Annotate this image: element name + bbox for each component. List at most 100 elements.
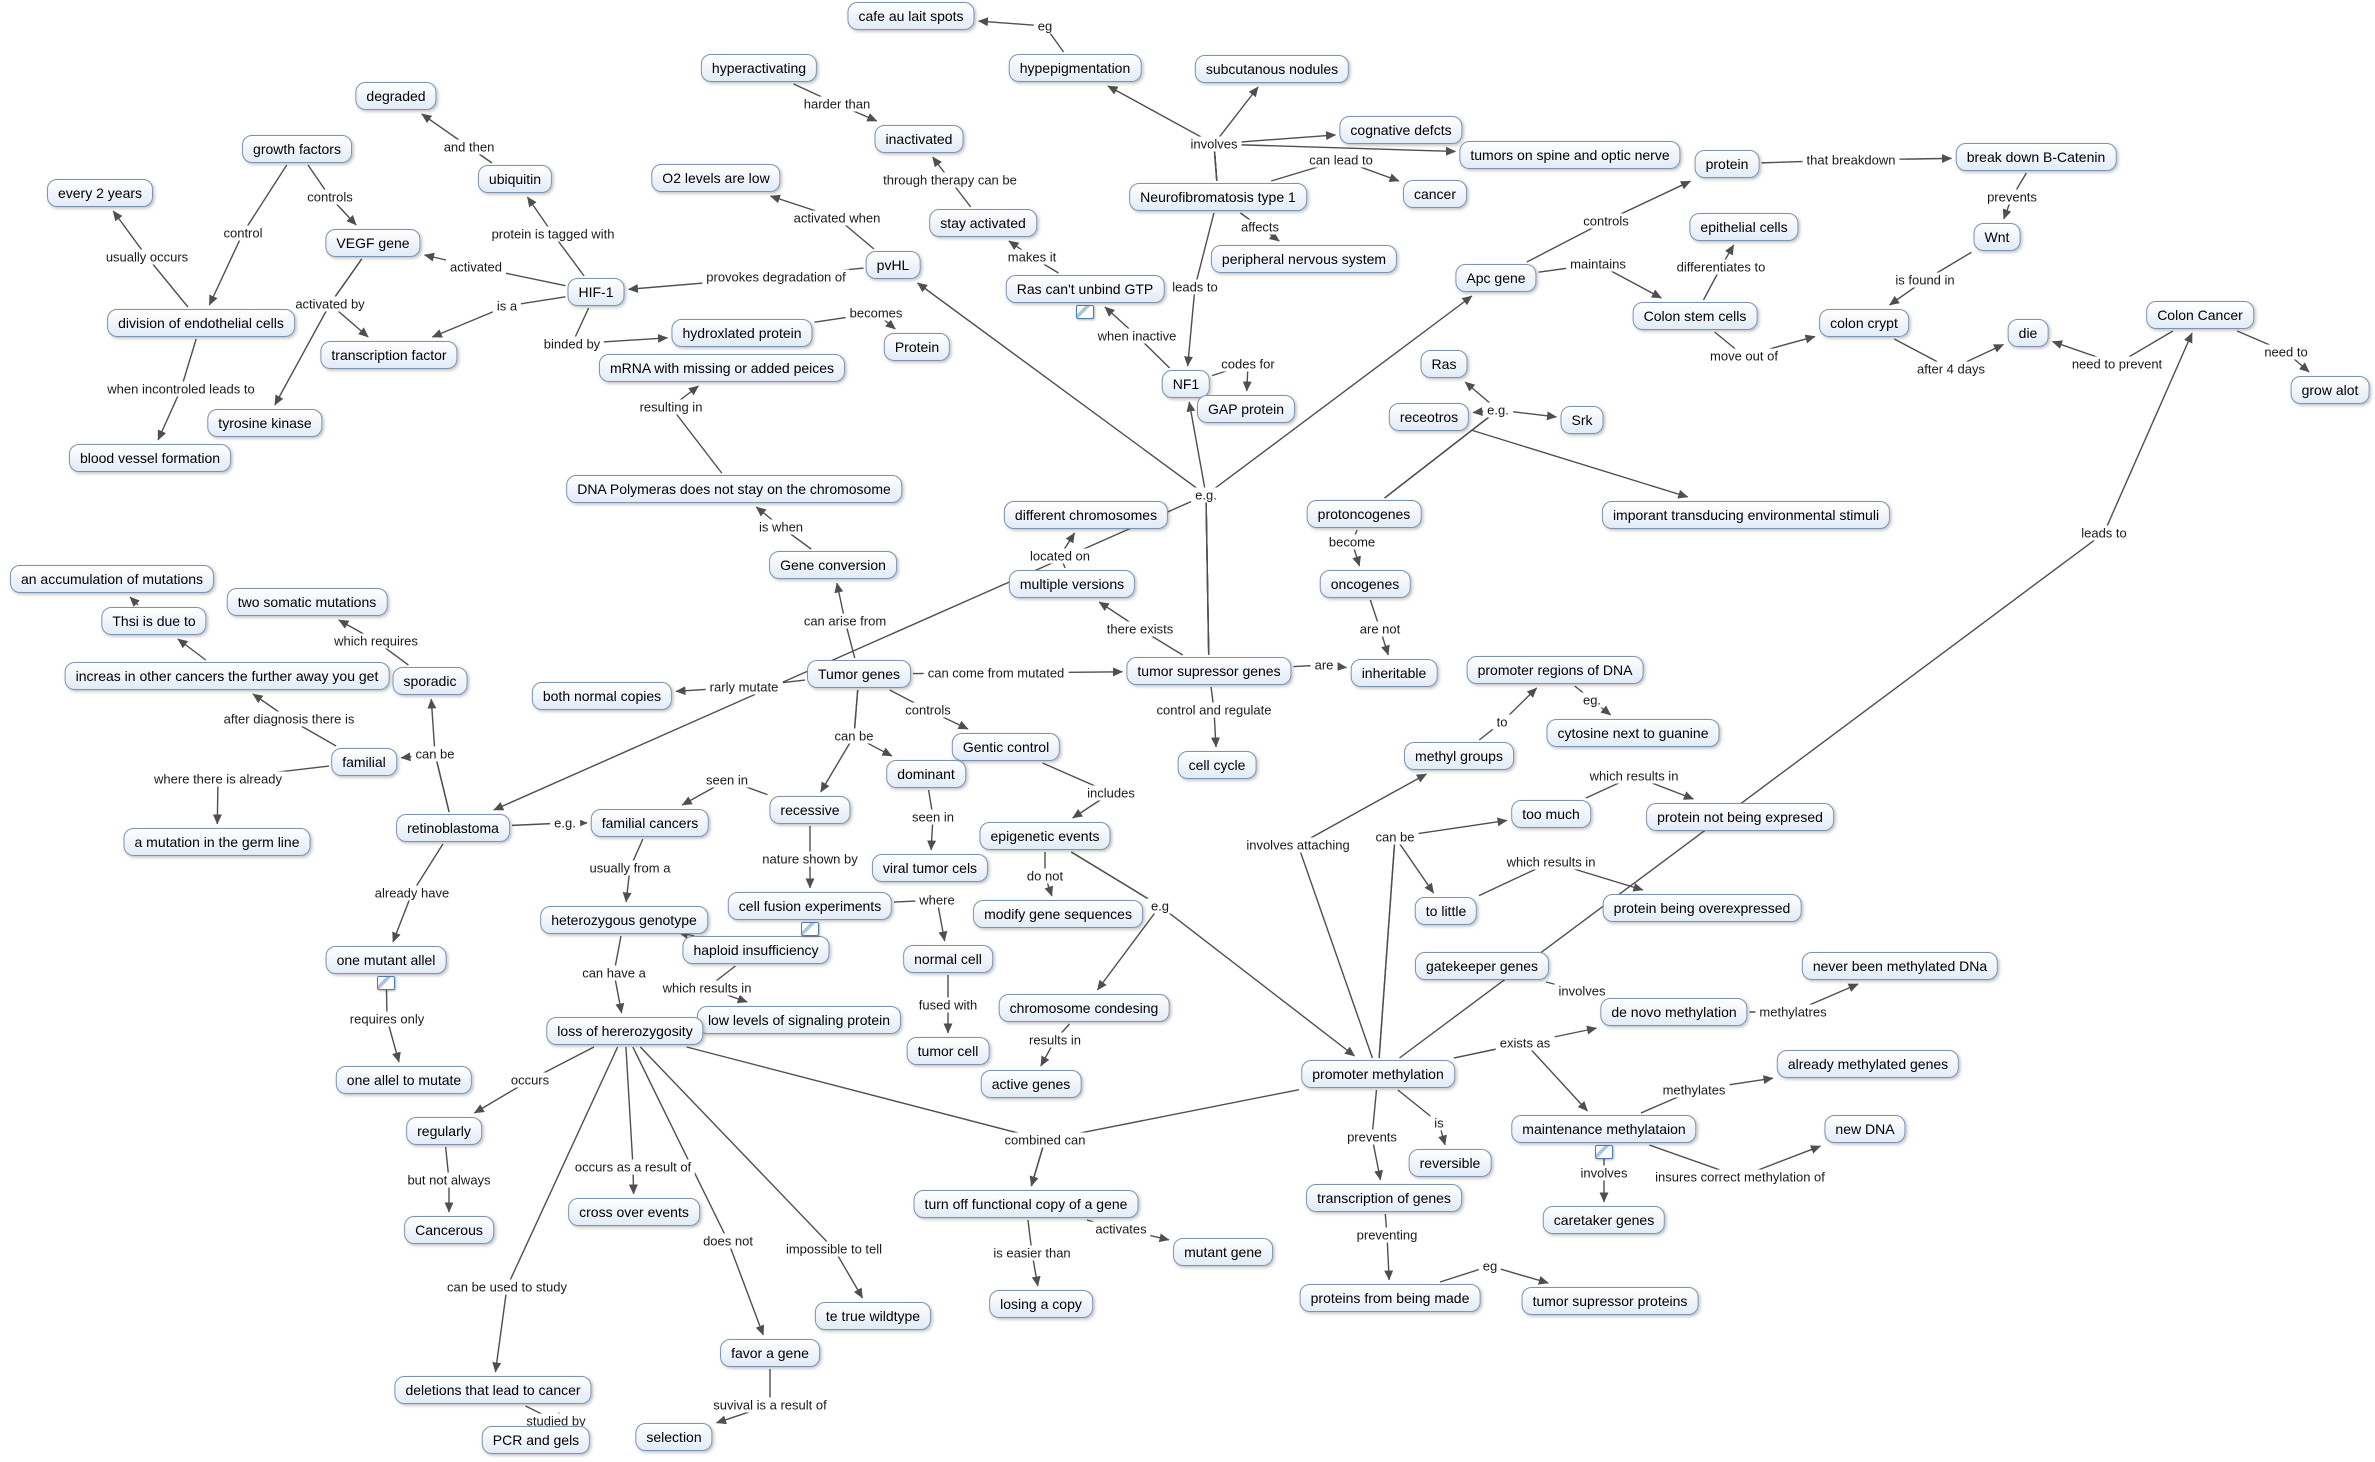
linking-phrase[interactable]: already have bbox=[370, 885, 454, 901]
linking-phrase[interactable]: rarly mutate bbox=[705, 679, 783, 695]
concept-node[interactable]: imporant transducing environmental stimu… bbox=[1601, 501, 1891, 529]
linking-phrase[interactable]: involves bbox=[1554, 983, 1610, 999]
concept-node[interactable]: every 2 years bbox=[46, 179, 154, 207]
concept-node[interactable]: tumor supressor proteins bbox=[1521, 1287, 1699, 1315]
linking-phrase[interactable]: does not bbox=[699, 1233, 757, 1249]
linking-phrase[interactable]: affects bbox=[1236, 219, 1284, 235]
linking-phrase[interactable]: includes bbox=[1083, 785, 1139, 801]
concept-node[interactable]: active genes bbox=[980, 1070, 1082, 1098]
linking-phrase[interactable]: prevents bbox=[1983, 189, 2041, 205]
concept-node[interactable]: mutant gene bbox=[1173, 1238, 1273, 1266]
resource-icon[interactable] bbox=[1595, 1145, 1613, 1159]
linking-phrase[interactable]: e.g. bbox=[1191, 487, 1221, 503]
linking-phrase[interactable]: seen in bbox=[908, 809, 958, 825]
linking-phrase[interactable]: located on bbox=[1026, 548, 1094, 564]
linking-phrase[interactable]: eg bbox=[1033, 18, 1057, 34]
concept-node[interactable]: Colon Cancer bbox=[2146, 301, 2254, 329]
linking-phrase[interactable]: become bbox=[1324, 534, 1380, 550]
concept-node[interactable]: selection bbox=[635, 1423, 713, 1451]
concept-node[interactable]: maintenance methylataion bbox=[1511, 1115, 1697, 1143]
concept-node[interactable]: stay activated bbox=[929, 209, 1037, 237]
linking-phrase[interactable]: can be bbox=[830, 728, 878, 744]
linking-phrase[interactable]: fused with bbox=[914, 997, 982, 1013]
linking-phrase[interactable]: but not always bbox=[403, 1172, 495, 1188]
concept-node[interactable]: regularly bbox=[406, 1117, 482, 1145]
linking-phrase[interactable]: which results in bbox=[1502, 854, 1600, 870]
linking-phrase[interactable]: suvival is a result of bbox=[709, 1397, 831, 1413]
concept-node[interactable]: favor a gene bbox=[720, 1339, 820, 1367]
linking-phrase[interactable]: leads to bbox=[1168, 279, 1222, 295]
linking-phrase[interactable]: activates bbox=[1091, 1221, 1151, 1237]
concept-node[interactable]: Tumor genes bbox=[807, 660, 911, 688]
concept-node[interactable]: transcription of genes bbox=[1306, 1184, 1462, 1212]
linking-phrase[interactable]: resulting in bbox=[635, 399, 707, 415]
concept-node[interactable]: losing a copy bbox=[989, 1290, 1093, 1318]
concept-node[interactable]: VEGF gene bbox=[325, 229, 421, 257]
linking-phrase[interactable]: activated bbox=[445, 259, 507, 275]
concept-node[interactable]: mRNA with missing or added peices bbox=[598, 354, 846, 382]
linking-phrase[interactable]: that breakdown bbox=[1802, 152, 1900, 168]
linking-phrase[interactable]: impossible to tell bbox=[781, 1241, 887, 1257]
concept-node[interactable]: cell cycle bbox=[1177, 751, 1257, 779]
linking-phrase[interactable]: occurs bbox=[506, 1072, 554, 1088]
concept-node[interactable]: epigenetic events bbox=[979, 822, 1111, 850]
concept-node[interactable]: gatekeeper genes bbox=[1414, 952, 1550, 980]
concept-node[interactable]: an accumulation of mutations bbox=[9, 565, 215, 593]
linking-phrase[interactable]: leads to bbox=[2077, 525, 2131, 541]
concept-node[interactable]: cell fusion experiments bbox=[727, 892, 893, 920]
linking-phrase[interactable]: becomes bbox=[845, 305, 907, 321]
concept-node[interactable]: degraded bbox=[355, 82, 437, 110]
concept-node[interactable]: Neurofibromatosis type 1 bbox=[1129, 183, 1307, 211]
linking-phrase[interactable]: controls bbox=[901, 702, 955, 718]
concept-node[interactable]: die bbox=[2007, 319, 2049, 347]
concept-node[interactable]: ubiquitin bbox=[477, 165, 553, 193]
linking-phrase[interactable]: controls bbox=[1579, 213, 1633, 229]
linking-phrase[interactable]: can be bbox=[1371, 829, 1419, 845]
linking-phrase[interactable]: is when bbox=[754, 519, 808, 535]
resource-icon[interactable] bbox=[801, 922, 819, 936]
concept-node[interactable]: GAP protein bbox=[1196, 395, 1296, 423]
linking-phrase[interactable]: when incontroled leads to bbox=[103, 381, 259, 397]
concept-node[interactable]: familial bbox=[331, 748, 397, 776]
linking-phrase[interactable]: and then bbox=[439, 139, 499, 155]
linking-phrase[interactable]: differentiates to bbox=[1672, 259, 1770, 275]
concept-node[interactable]: turn off functional copy of a gene bbox=[913, 1190, 1139, 1218]
linking-phrase[interactable]: which requires bbox=[330, 633, 422, 649]
linking-phrase[interactable]: activated when bbox=[789, 210, 885, 226]
concept-node[interactable]: Srk bbox=[1560, 406, 1604, 434]
concept-node[interactable]: inheritable bbox=[1350, 659, 1438, 687]
concept-node[interactable]: de novo methylation bbox=[1600, 998, 1748, 1026]
concept-node[interactable]: subcutanous nodules bbox=[1194, 55, 1350, 83]
concept-node[interactable]: normal cell bbox=[903, 945, 993, 973]
linking-phrase[interactable]: which results in bbox=[658, 980, 756, 996]
concept-node[interactable]: Cancerous bbox=[404, 1216, 494, 1244]
concept-node[interactable]: break down B-Catenin bbox=[1955, 143, 2117, 171]
linking-phrase[interactable]: where there is already bbox=[150, 771, 286, 787]
concept-node[interactable]: Apc gene bbox=[1455, 264, 1537, 292]
resource-icon[interactable] bbox=[377, 976, 395, 990]
linking-phrase[interactable]: makes it bbox=[1003, 249, 1061, 265]
concept-node[interactable]: increas in other cancers the further awa… bbox=[64, 662, 390, 690]
concept-node[interactable]: different chromosomes bbox=[1003, 501, 1169, 529]
concept-node[interactable]: never been methylated DNa bbox=[1801, 952, 1999, 980]
linking-phrase[interactable]: combined can bbox=[1000, 1132, 1090, 1148]
linking-phrase[interactable]: nature shown by bbox=[758, 851, 862, 867]
concept-node[interactable]: reversible bbox=[1408, 1149, 1492, 1177]
linking-phrase[interactable]: through therapy can be bbox=[879, 172, 1021, 188]
linking-phrase[interactable]: occurs as a result of bbox=[570, 1159, 696, 1175]
linking-phrase[interactable]: seen in bbox=[702, 772, 752, 788]
concept-node[interactable]: Protein bbox=[883, 333, 951, 361]
concept-node[interactable]: promoter regions of DNA bbox=[1466, 656, 1644, 684]
concept-node[interactable]: Thsi is due to bbox=[101, 607, 207, 635]
concept-node[interactable]: deletions that lead to cancer bbox=[394, 1376, 592, 1404]
concept-node[interactable]: heterozygous genotype bbox=[540, 906, 708, 934]
concept-node[interactable]: tyrosine kinase bbox=[207, 409, 323, 437]
concept-node[interactable]: too much bbox=[1511, 800, 1591, 828]
concept-node[interactable]: protein being overexpressed bbox=[1602, 894, 1802, 922]
concept-node[interactable]: colon crypt bbox=[1819, 309, 1909, 337]
linking-phrase[interactable]: e.g. bbox=[1483, 402, 1513, 418]
linking-phrase[interactable]: can have a bbox=[578, 965, 650, 981]
linking-phrase[interactable]: control and regulate bbox=[1152, 702, 1276, 718]
linking-phrase[interactable]: codes for bbox=[1217, 356, 1279, 372]
concept-node[interactable]: one mutant allel bbox=[325, 946, 447, 974]
